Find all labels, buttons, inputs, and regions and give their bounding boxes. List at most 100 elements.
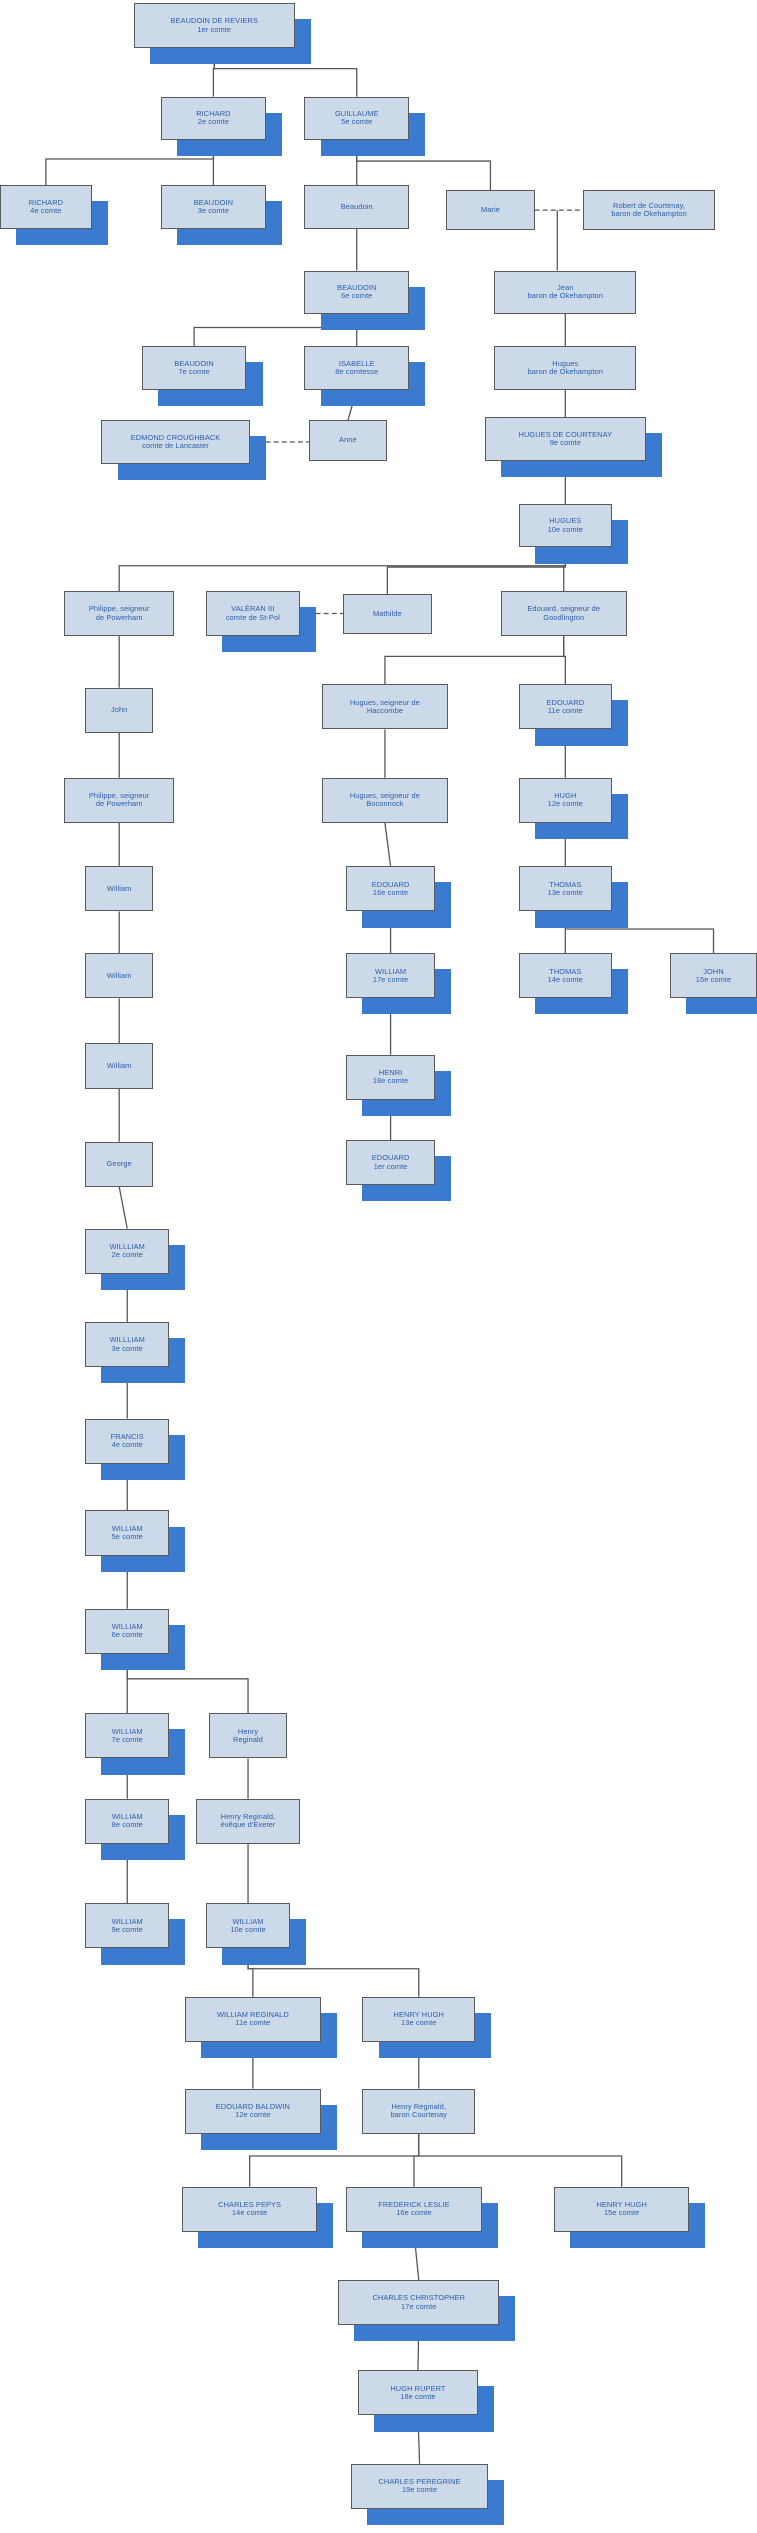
branch-connector	[118, 547, 566, 591]
person-title: Boconnock	[366, 799, 404, 809]
person-node-george[interactable]: George	[85, 1141, 153, 1187]
person-name: Henry	[237, 1726, 259, 1736]
person-name: ISABELLE	[338, 358, 375, 368]
descent-connector	[118, 1186, 128, 1229]
person-title: 12e comte	[547, 799, 584, 809]
person-title: 14e comte	[231, 2208, 268, 2218]
person-node-mathilde[interactable]: Mathilde	[343, 594, 432, 635]
person-node-henry-reginald-v-que-d-exeter[interactable]: Henry Reginald,évêque d'Exeter	[196, 1798, 300, 1844]
person-node-beaudoin[interactable]: Beaudoin	[304, 185, 410, 229]
person-title: 5e comte	[111, 1531, 143, 1541]
person-name: BEAUDOIN DE REVIERS	[170, 16, 258, 26]
person-title: baron Courtenay	[390, 2110, 448, 2120]
person-name: WILLIAM	[111, 1726, 143, 1736]
person-node-anne[interactable]: Anne	[309, 420, 387, 461]
person-name: EDOUARD	[371, 1153, 410, 1163]
person-name: BEAUDOIN	[174, 358, 214, 368]
branch-connector	[563, 636, 566, 685]
person-node-william[interactable]: William	[85, 953, 153, 999]
person-name: WILLIAM	[111, 1621, 143, 1631]
person-title: 7e comte	[111, 1734, 143, 1744]
person-node-william[interactable]: William	[85, 1043, 153, 1089]
person-name: Henry Reginald,	[391, 2101, 446, 2111]
person-title: 11e comte	[235, 2018, 271, 2028]
person-title: Haccombe	[366, 705, 403, 715]
person-title: 11e comte	[547, 705, 583, 715]
person-node-william[interactable]: William	[85, 866, 153, 912]
person-name: WILLIAM	[375, 966, 407, 976]
person-name: Anne	[339, 435, 357, 445]
person-name: Jean	[557, 282, 574, 292]
person-name: Hugues	[552, 358, 579, 368]
person-node-john[interactable]: John	[85, 687, 153, 733]
person-name: EDMOND CROUGHBACK	[130, 432, 221, 442]
person-title: 16e comte	[396, 2208, 432, 2218]
person-name: William	[106, 883, 132, 893]
person-name: FRANCIS	[110, 1431, 144, 1441]
person-title: de Powerham	[95, 612, 143, 622]
person-title: 7e comte	[178, 366, 210, 376]
person-name: Edouard, seigneur de	[527, 604, 601, 614]
person-name: William	[106, 970, 132, 980]
person-name: George	[106, 1159, 132, 1169]
person-node-robert-de-courtenay-baron-de-okehampton[interactable]: Robert de Courtenay,baron de Okehampton	[583, 190, 716, 231]
person-name: WILLIAM	[232, 1916, 264, 1926]
person-title: 13e comte	[401, 2018, 437, 2028]
person-name: HENRI	[378, 1067, 403, 1077]
person-name: EDOUARD BALDWIN	[215, 2101, 290, 2111]
person-title: baron de Okehampton	[611, 209, 687, 219]
person-node-marie[interactable]: Marie	[446, 190, 535, 231]
person-node-henry-reginald-baron-courtenay[interactable]: Henry Reginald,baron Courtenay	[362, 2088, 476, 2134]
person-title: baron de Okehampton	[527, 366, 604, 376]
person-name: HENRY HUGH	[596, 2200, 647, 2210]
